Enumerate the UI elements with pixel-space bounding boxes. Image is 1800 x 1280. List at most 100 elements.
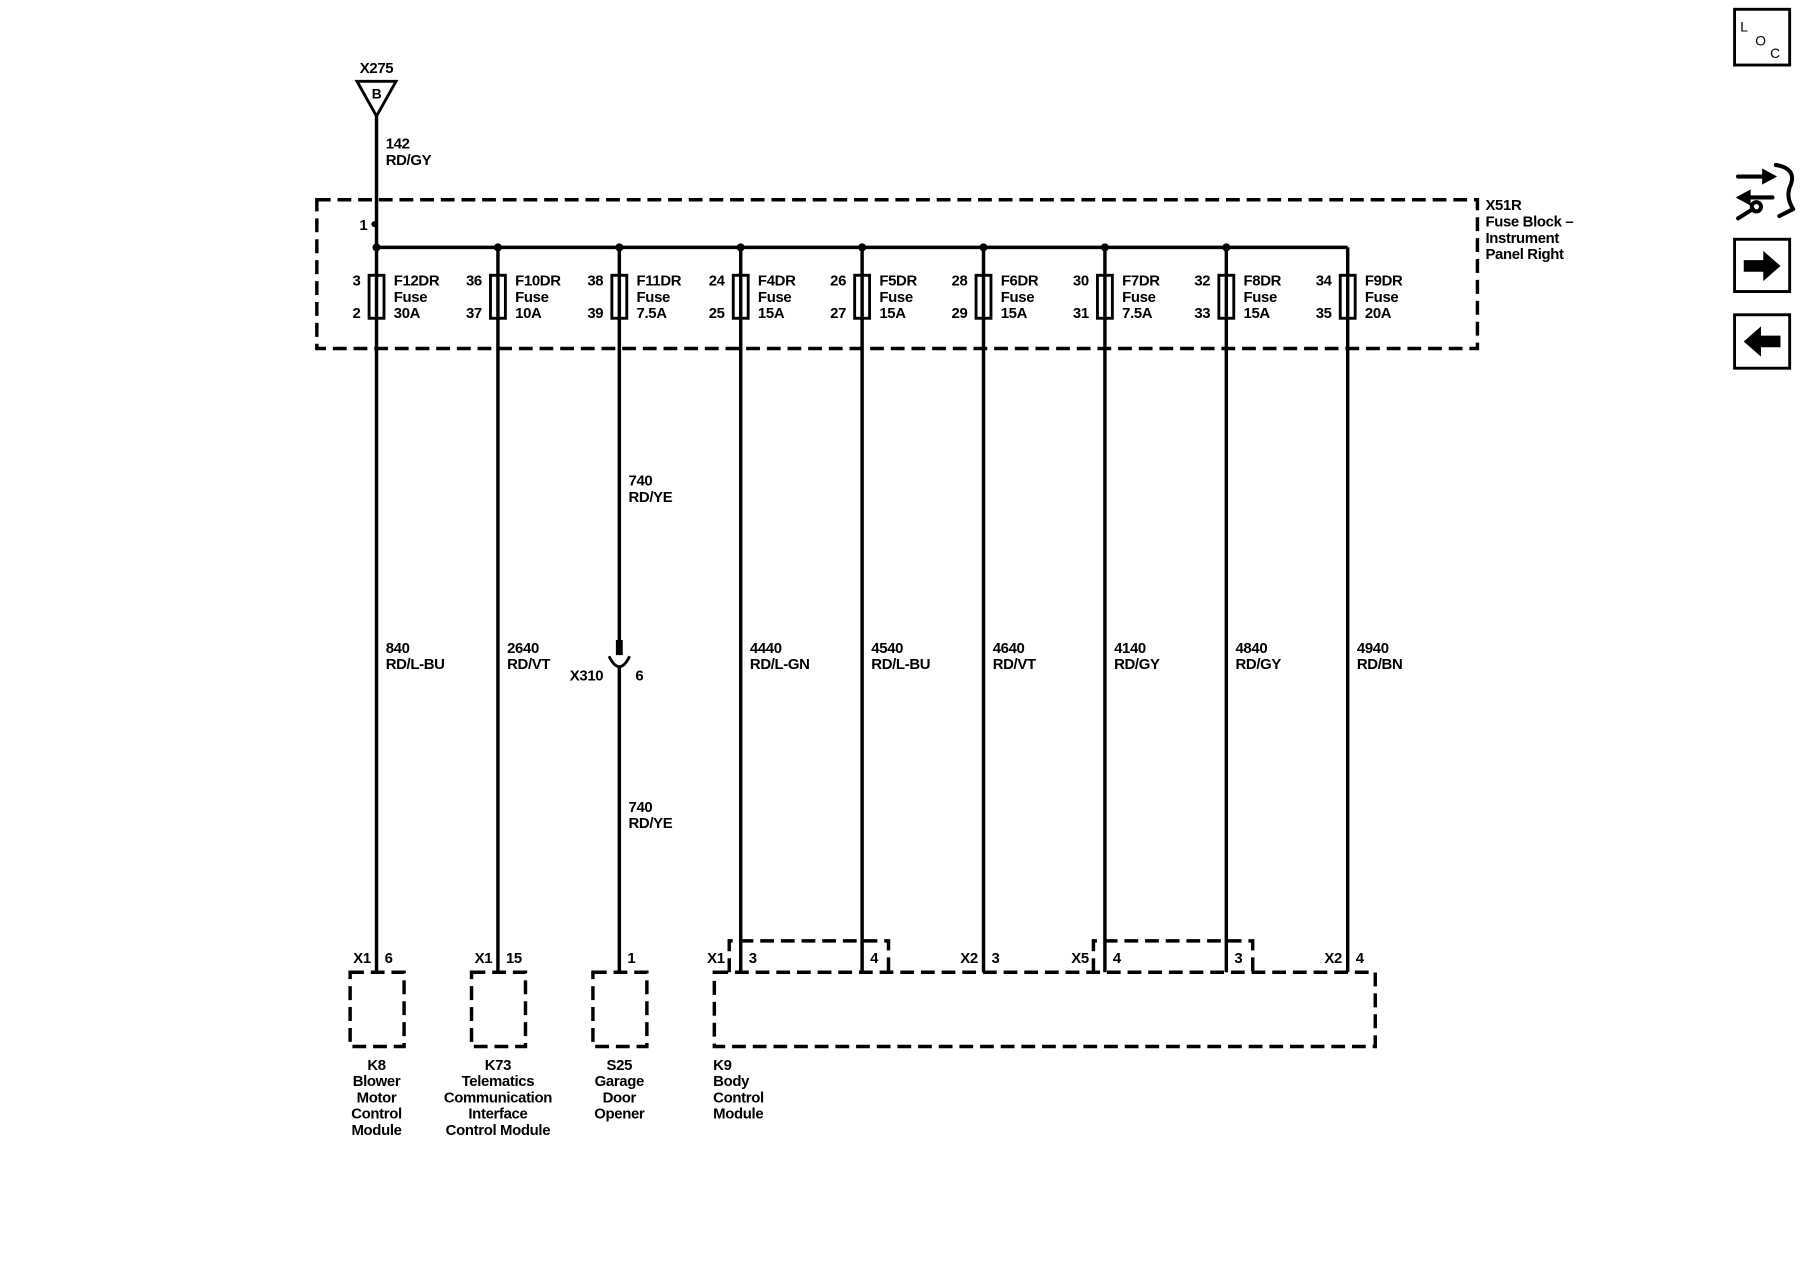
circuit-number-label: 4140 xyxy=(1114,640,1146,657)
module-id-label: K8 xyxy=(367,1057,385,1074)
fuse-input-pin-label: 32 xyxy=(1194,273,1210,290)
next-button[interactable] xyxy=(1733,237,1792,293)
fuse-block-outline xyxy=(315,198,1480,351)
circuit-number-label: 4640 xyxy=(993,640,1025,657)
navigation-panel: L O C xyxy=(1733,7,1796,370)
pin-label: 3 xyxy=(1234,950,1242,967)
module-name-label: Motor xyxy=(357,1089,397,1106)
connector-tool-icon[interactable] xyxy=(1735,162,1796,221)
fuse-rating-label: 15A xyxy=(1001,305,1028,322)
module-box xyxy=(469,970,528,1049)
splice-dot xyxy=(736,243,745,252)
fuse-block-name-label: Panel Right xyxy=(1485,246,1564,263)
pin-label: 3 xyxy=(749,950,757,967)
module-name-label: Control Module xyxy=(446,1122,551,1139)
location-button[interactable]: L O C xyxy=(1733,7,1792,67)
fuse-type-label: Fuse xyxy=(1122,289,1155,306)
location-letter-l: L xyxy=(1740,18,1748,34)
tool-icon-arrow-left-head xyxy=(1735,189,1751,206)
pin-label: 4 xyxy=(1113,950,1122,967)
fuse-input-pin-label: 30 xyxy=(1073,273,1089,290)
circuit-number-label: 4940 xyxy=(1357,640,1389,657)
module-name-label: Communication xyxy=(444,1089,552,1106)
module-id-label: K73 xyxy=(485,1057,511,1074)
fuse-type-label: Fuse xyxy=(394,289,427,306)
fuse-output-pin-label: 33 xyxy=(1194,305,1210,322)
fuse-type-label: Fuse xyxy=(515,289,548,306)
connector-label: X1 xyxy=(707,950,725,967)
fuse-rating-label: 15A xyxy=(879,305,906,322)
circuit-color-label: RD/BN xyxy=(1357,656,1402,673)
connector-group-bracket xyxy=(727,939,891,973)
circuit-color-label: RD/YE xyxy=(629,815,673,832)
module-name-label: Telematics xyxy=(462,1073,535,1090)
fuse-rating-label: 30A xyxy=(394,305,421,322)
fuse-output-pin-label: 39 xyxy=(587,305,603,322)
module-name-label: Module xyxy=(713,1105,763,1122)
fuse-rating-label: 7.5A xyxy=(637,305,668,322)
fuse-symbol xyxy=(974,273,993,320)
pin-label: 1 xyxy=(627,950,635,967)
connector-label: X1 xyxy=(353,950,371,967)
location-letter-c: C xyxy=(1770,45,1780,61)
fuse-block-name-label: Fuse Block – xyxy=(1485,213,1573,230)
connector-label: X2 xyxy=(1324,950,1342,967)
fuse-type-label: Fuse xyxy=(758,289,791,306)
circuit-color-label: RD/L-BU xyxy=(871,656,930,673)
module-name-label: Garage xyxy=(595,1073,644,1090)
fuse-type-label: Fuse xyxy=(637,289,670,306)
arrow-left-icon xyxy=(1743,326,1781,357)
inline-connector-label: X310 xyxy=(570,668,603,685)
module-id-label: K9 xyxy=(713,1057,731,1074)
fuse-output-pin-label: 35 xyxy=(1316,305,1332,322)
circuit-color-label: RD/GY xyxy=(1114,656,1160,673)
fuse-name-label: F12DR xyxy=(394,273,440,290)
previous-button[interactable] xyxy=(1733,313,1792,370)
fuse-output-pin-label: 2 xyxy=(353,305,361,322)
circuit-color-label: RD/VT xyxy=(507,656,550,673)
fuse-rating-label: 20A xyxy=(1365,305,1392,322)
circuit-number-label: 4840 xyxy=(1235,640,1267,657)
module-name-label: Control xyxy=(713,1089,764,1106)
module-name-label: Opener xyxy=(594,1105,645,1122)
inline-connector-pin-label: 6 xyxy=(635,668,643,685)
fuse-input-pin-label: 26 xyxy=(830,273,846,290)
source-connector-label: X275 xyxy=(360,60,393,77)
tool-icon-wrench-head xyxy=(1749,200,1763,214)
arrow-right-icon xyxy=(1743,250,1781,282)
fuse-symbol xyxy=(367,273,386,320)
fuse-name-label: F8DR xyxy=(1244,273,1282,290)
fuse-name-label: F9DR xyxy=(1365,273,1403,290)
pin-label: 4 xyxy=(1356,950,1365,967)
fuse-block-connector-label: X51R xyxy=(1485,197,1521,214)
location-letter-o: O xyxy=(1755,32,1766,48)
module-name-label: Body xyxy=(713,1073,750,1090)
fuse-name-label: F6DR xyxy=(1001,273,1039,290)
fuse-symbol xyxy=(489,273,507,320)
bus-pin-label: 1 xyxy=(359,217,367,234)
connector-group-bracket xyxy=(1091,939,1255,973)
module-box xyxy=(348,970,406,1049)
fuse-input-pin-label: 28 xyxy=(952,273,968,290)
pin-label: 4 xyxy=(870,950,879,967)
inline-connector-socket xyxy=(607,655,631,669)
circuit-number-label: 740 xyxy=(629,799,653,816)
fuse-rating-label: 10A xyxy=(515,305,542,322)
fuse-type-label: Fuse xyxy=(1244,289,1277,306)
circuit-number-label: 4540 xyxy=(871,640,903,657)
module-name-label: Control xyxy=(351,1105,402,1122)
module-box xyxy=(591,970,649,1049)
fuse-output-pin-label: 27 xyxy=(830,305,846,322)
